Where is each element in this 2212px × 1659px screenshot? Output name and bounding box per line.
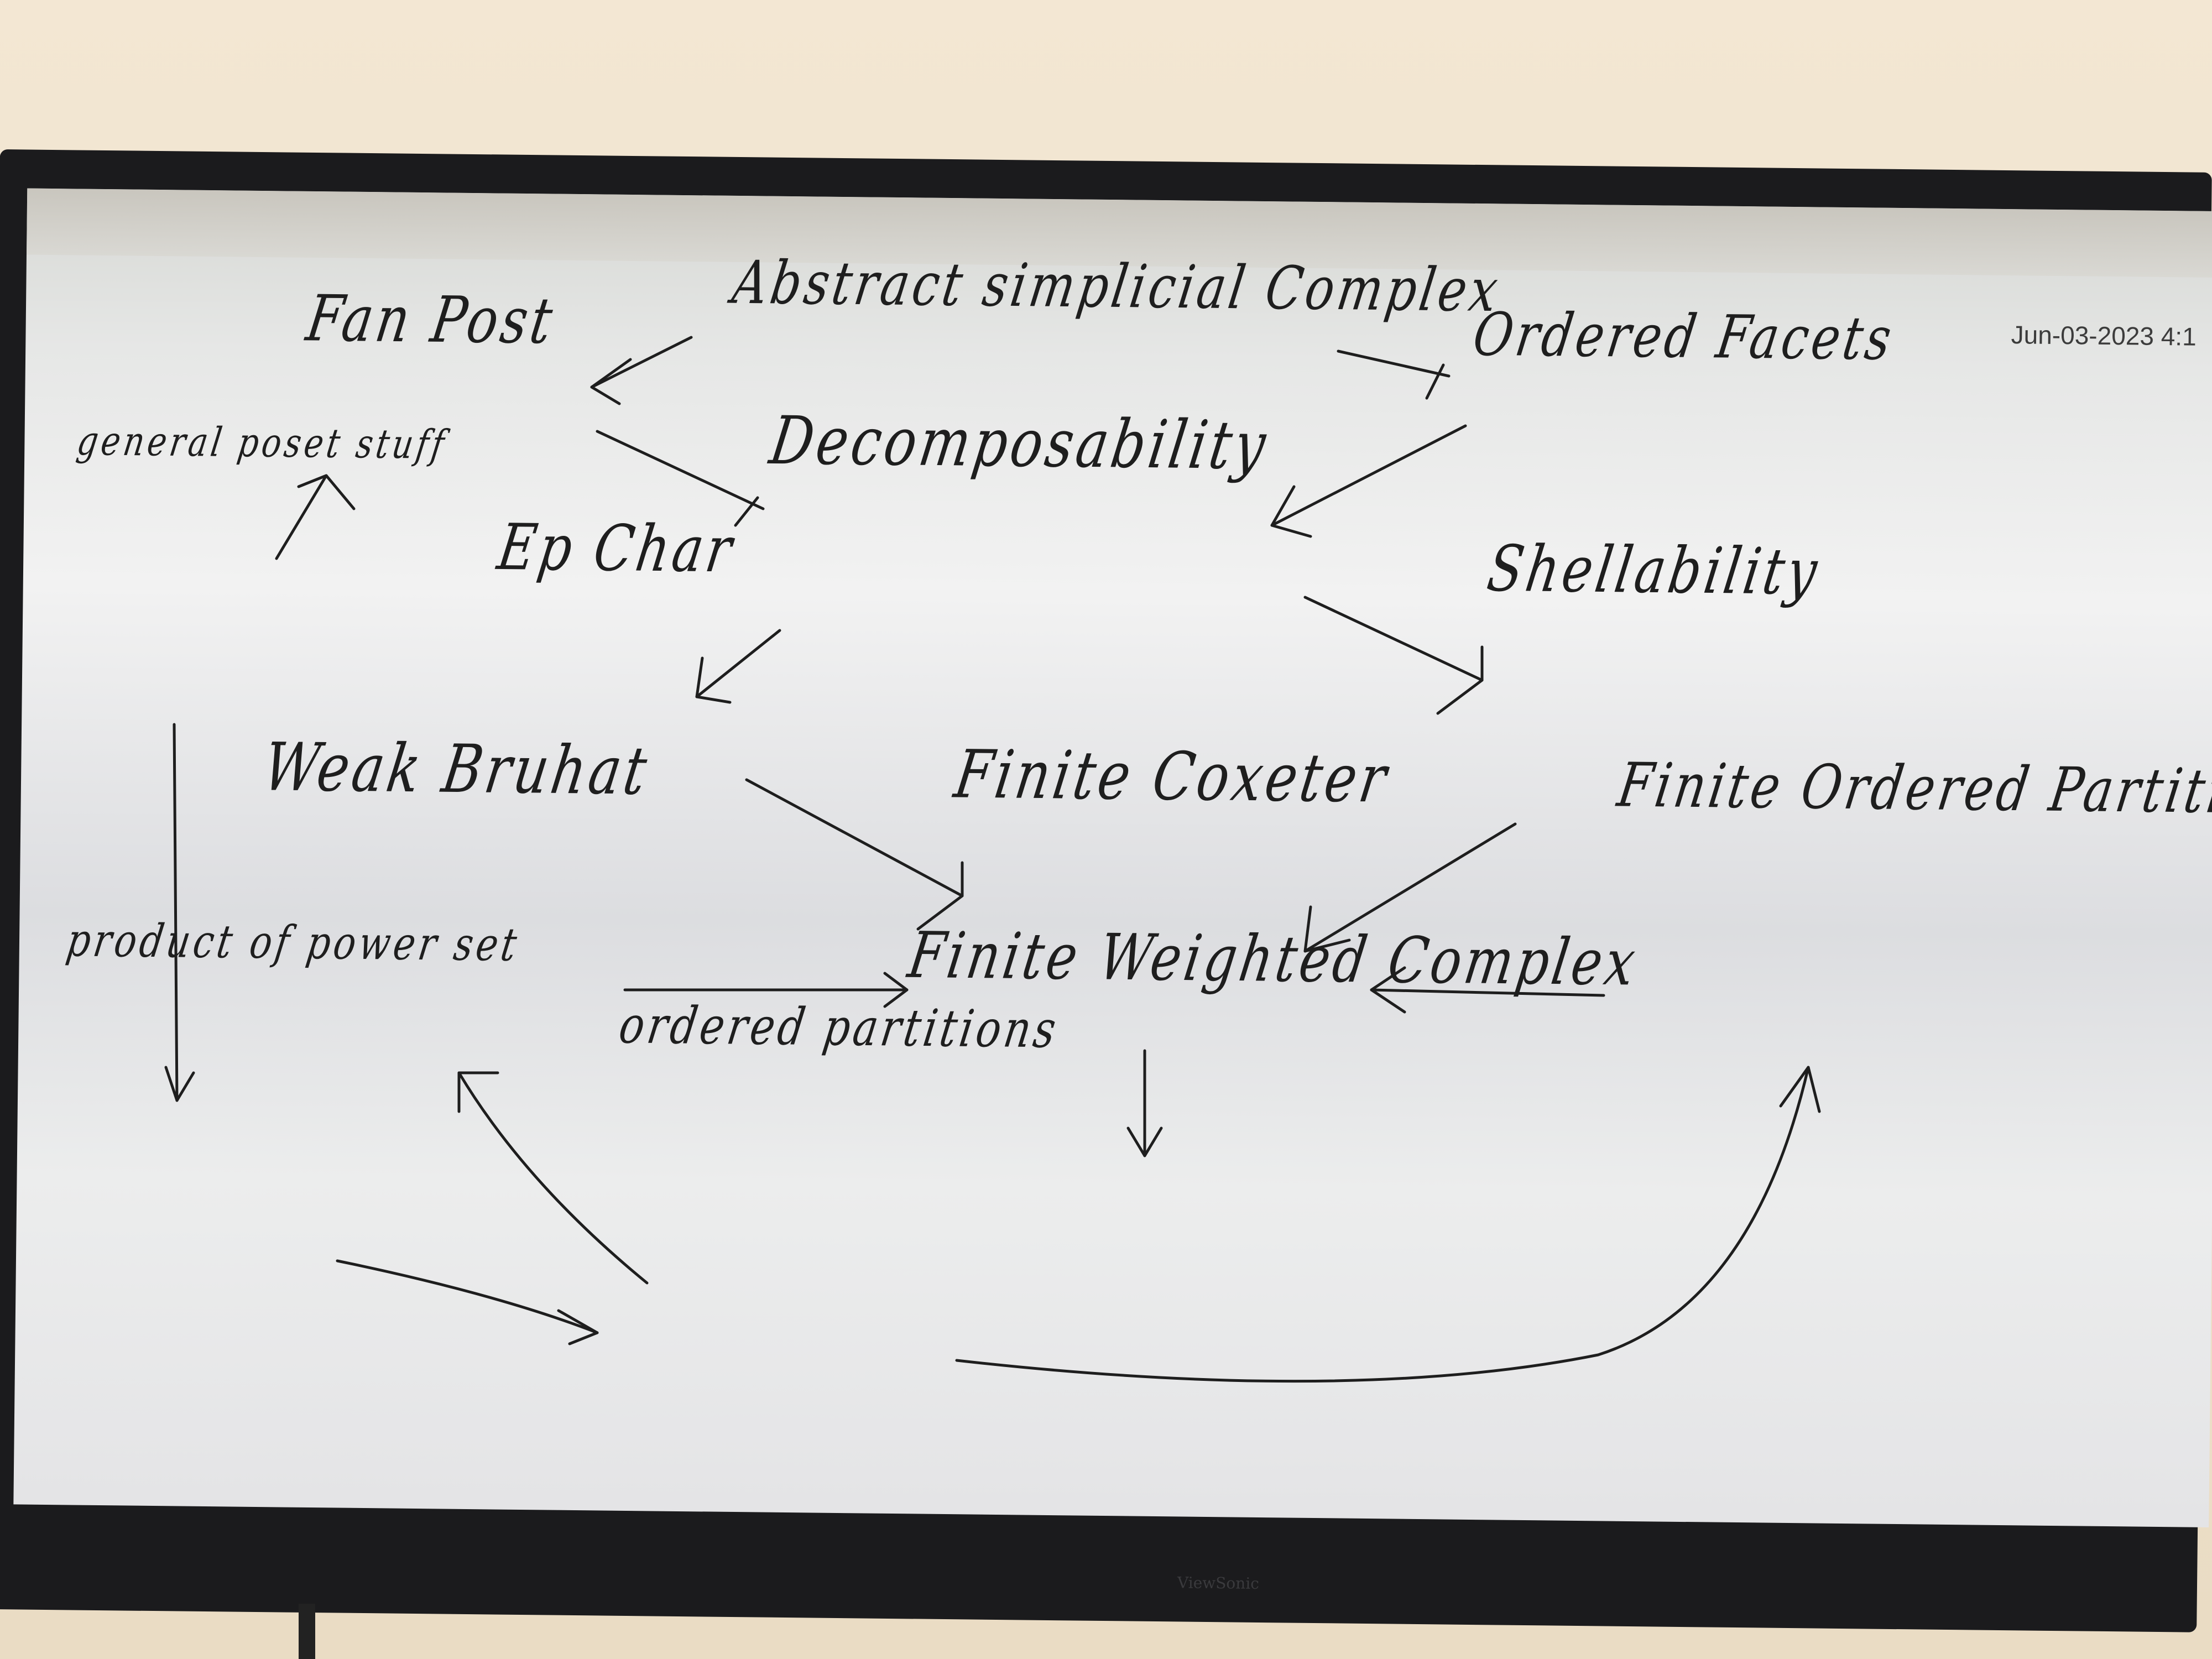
monitor: Jun-03-2023 4:1 Abstract simplicial Comp…: [0, 149, 2212, 1632]
node-general-poset-stuff: general poset stuff: [74, 417, 451, 468]
datetime-label: Jun-03-2023 4:1: [2011, 320, 2197, 351]
node-product-of-power-set: product of power set: [63, 914, 524, 972]
node-ordered-partitions: ordered partitions: [615, 995, 1063, 1060]
node-finite-coxeter: Finite Coxeter: [950, 735, 1395, 818]
monitor-stand: [299, 1604, 315, 1659]
whiteboard-screen: Jun-03-2023 4:1 Abstract simplicial Comp…: [13, 188, 2212, 1527]
node-ordered-facets: Ordered Facets: [1468, 300, 1899, 374]
node-finite-ordered-partitions: Finite Ordered Partitions: [1613, 749, 2212, 828]
node-weak-bruhat: Weak Bruhat: [258, 728, 655, 810]
node-fan-post: Fan Post: [302, 281, 560, 358]
node-decomposability: Decomposability: [765, 401, 1274, 484]
node-abstract-simplicial-complex: Abstract simplicial Complex: [728, 248, 1506, 326]
node-shellability: Shellability: [1483, 531, 1825, 609]
node-finite-weighted-complex: Finite Weighted Complex: [904, 918, 1644, 1000]
node-ep-char: Ep Char: [493, 510, 740, 587]
brand-logo: ViewSonic: [1177, 1573, 1260, 1593]
